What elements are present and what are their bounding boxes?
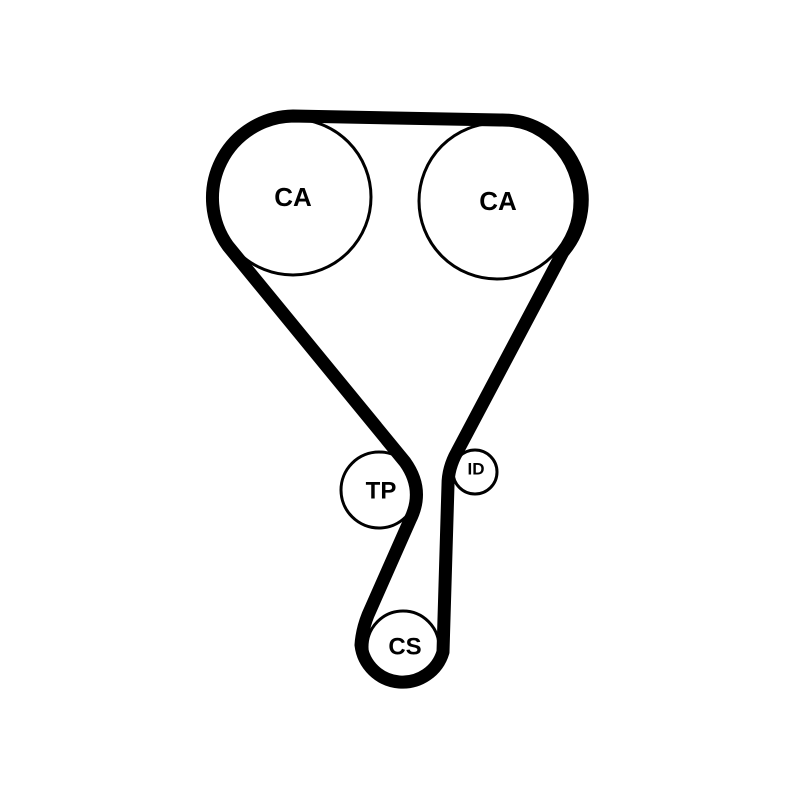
pulley-label: CS — [388, 634, 421, 661]
pulley-ca-right: CA — [417, 121, 577, 281]
pulley-tp: TP — [339, 450, 419, 530]
timing-belt — [205, 109, 589, 689]
pulley-label: CA — [479, 186, 517, 216]
pulley-id: ID — [451, 448, 499, 496]
pulley-label: CA — [274, 182, 312, 212]
pulley-label: TP — [366, 478, 397, 505]
pulley-label: ID — [468, 460, 485, 479]
